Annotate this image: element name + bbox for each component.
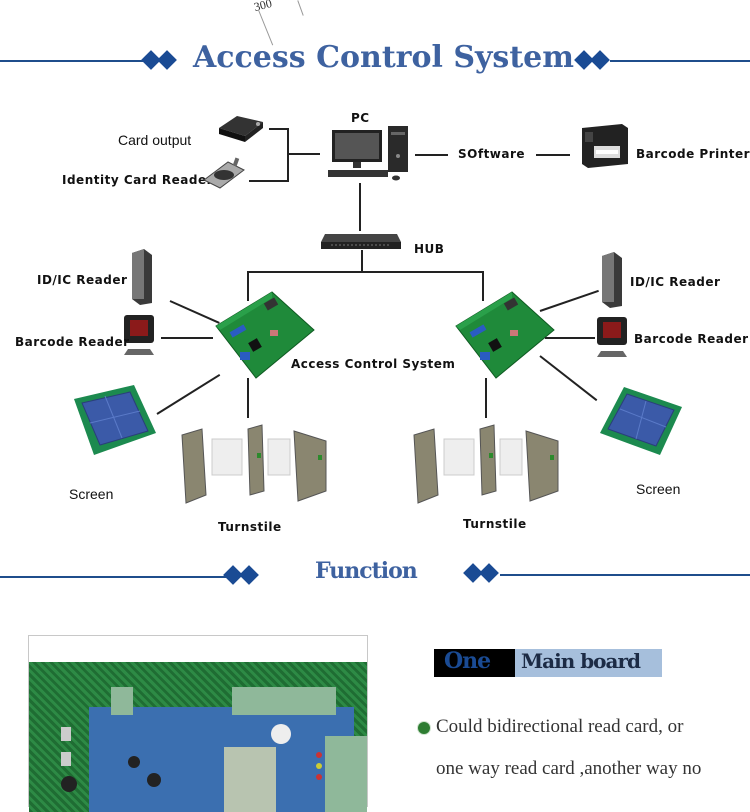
feature-text-line: one way read card ,another way no [436,758,702,779]
idic-reader-left-icon [132,249,152,305]
item-number: One [444,648,491,674]
function-title: Function [315,558,418,584]
turnstile-right-icon [413,424,559,504]
pc-icon [328,126,408,181]
pc-label: PC [351,111,370,125]
pc-software-wire [415,154,448,156]
screen-right-label: Screen [636,481,681,497]
software-label: SOftware [458,147,526,161]
item-title: Main board [521,649,641,673]
turnstile-left-icon [181,424,327,504]
barcode-reader-right-label: Barcode Reader [634,332,749,346]
card-output-device-icon [219,116,263,142]
screen-right-icon [600,387,682,455]
diamond-ornament-icon [222,565,262,587]
header-rule-right [610,60,750,62]
function-rule-right [500,574,750,576]
hub-label: HUB [414,242,445,256]
identity-card-reader-icon [203,157,245,189]
controller-board-right-icon [455,291,555,379]
hub-down-wire [361,250,363,272]
diamond-ornament-icon [573,50,613,72]
page-title: Access Control System [193,40,575,75]
hub-left-controller-wire [247,271,249,301]
card-output-wire [269,128,287,130]
function-rule-left [0,576,228,578]
barcode-reader-left-icon [124,315,154,355]
identity-card-reader-label: Identity Card Reader [62,173,214,187]
barcode-reader-right-icon [597,317,627,357]
barcode-reader-left-label: Barcode Reader [15,335,130,349]
bullet-icon [418,722,430,734]
turnstile-left-label: Turnstile [218,520,282,534]
hub-branch-wire [247,271,483,273]
barcode-printer-icon [582,124,628,168]
barcode-printer-label: Barcode Printer [636,147,750,161]
screen-left-icon [74,385,156,455]
item-title-badge: Main board [515,649,662,677]
pc-hub-wire [359,183,361,231]
software-printer-wire [536,154,570,156]
dimension-annotation: 300 [252,0,274,14]
controller-board-left-icon [215,291,315,379]
hub-icon [321,234,401,249]
screen-left-label: Screen [69,486,114,502]
main-board-photo [28,635,368,812]
turnstile-left-wire [247,378,249,418]
turnstile-right-label: Turnstile [463,517,527,531]
diamond-ornament-icon [140,50,180,72]
controller-label: Access Control System [291,357,456,371]
diamond-ornament-icon [462,563,502,585]
turnstile-right-wire [485,378,487,418]
barcode-right-wire [545,337,595,339]
screen-left-wire [156,373,221,415]
hub-right-controller-wire [482,271,484,301]
idic-reader-right-icon [602,252,622,308]
feature-text-line: Could bidirectional read card, or [436,716,684,737]
card-output-label: Card output [118,132,192,148]
reader-bus-wire [287,128,289,182]
item-number-badge: One [434,648,515,677]
idic-reader-right-label: ID/IC Reader [630,275,721,289]
annotation-line [297,0,304,16]
identity-reader-wire [249,180,287,182]
header-rule-left [0,60,148,62]
reader-pc-wire [287,153,320,155]
barcode-left-wire [161,337,213,339]
idic-reader-left-label: ID/IC Reader [37,273,128,287]
